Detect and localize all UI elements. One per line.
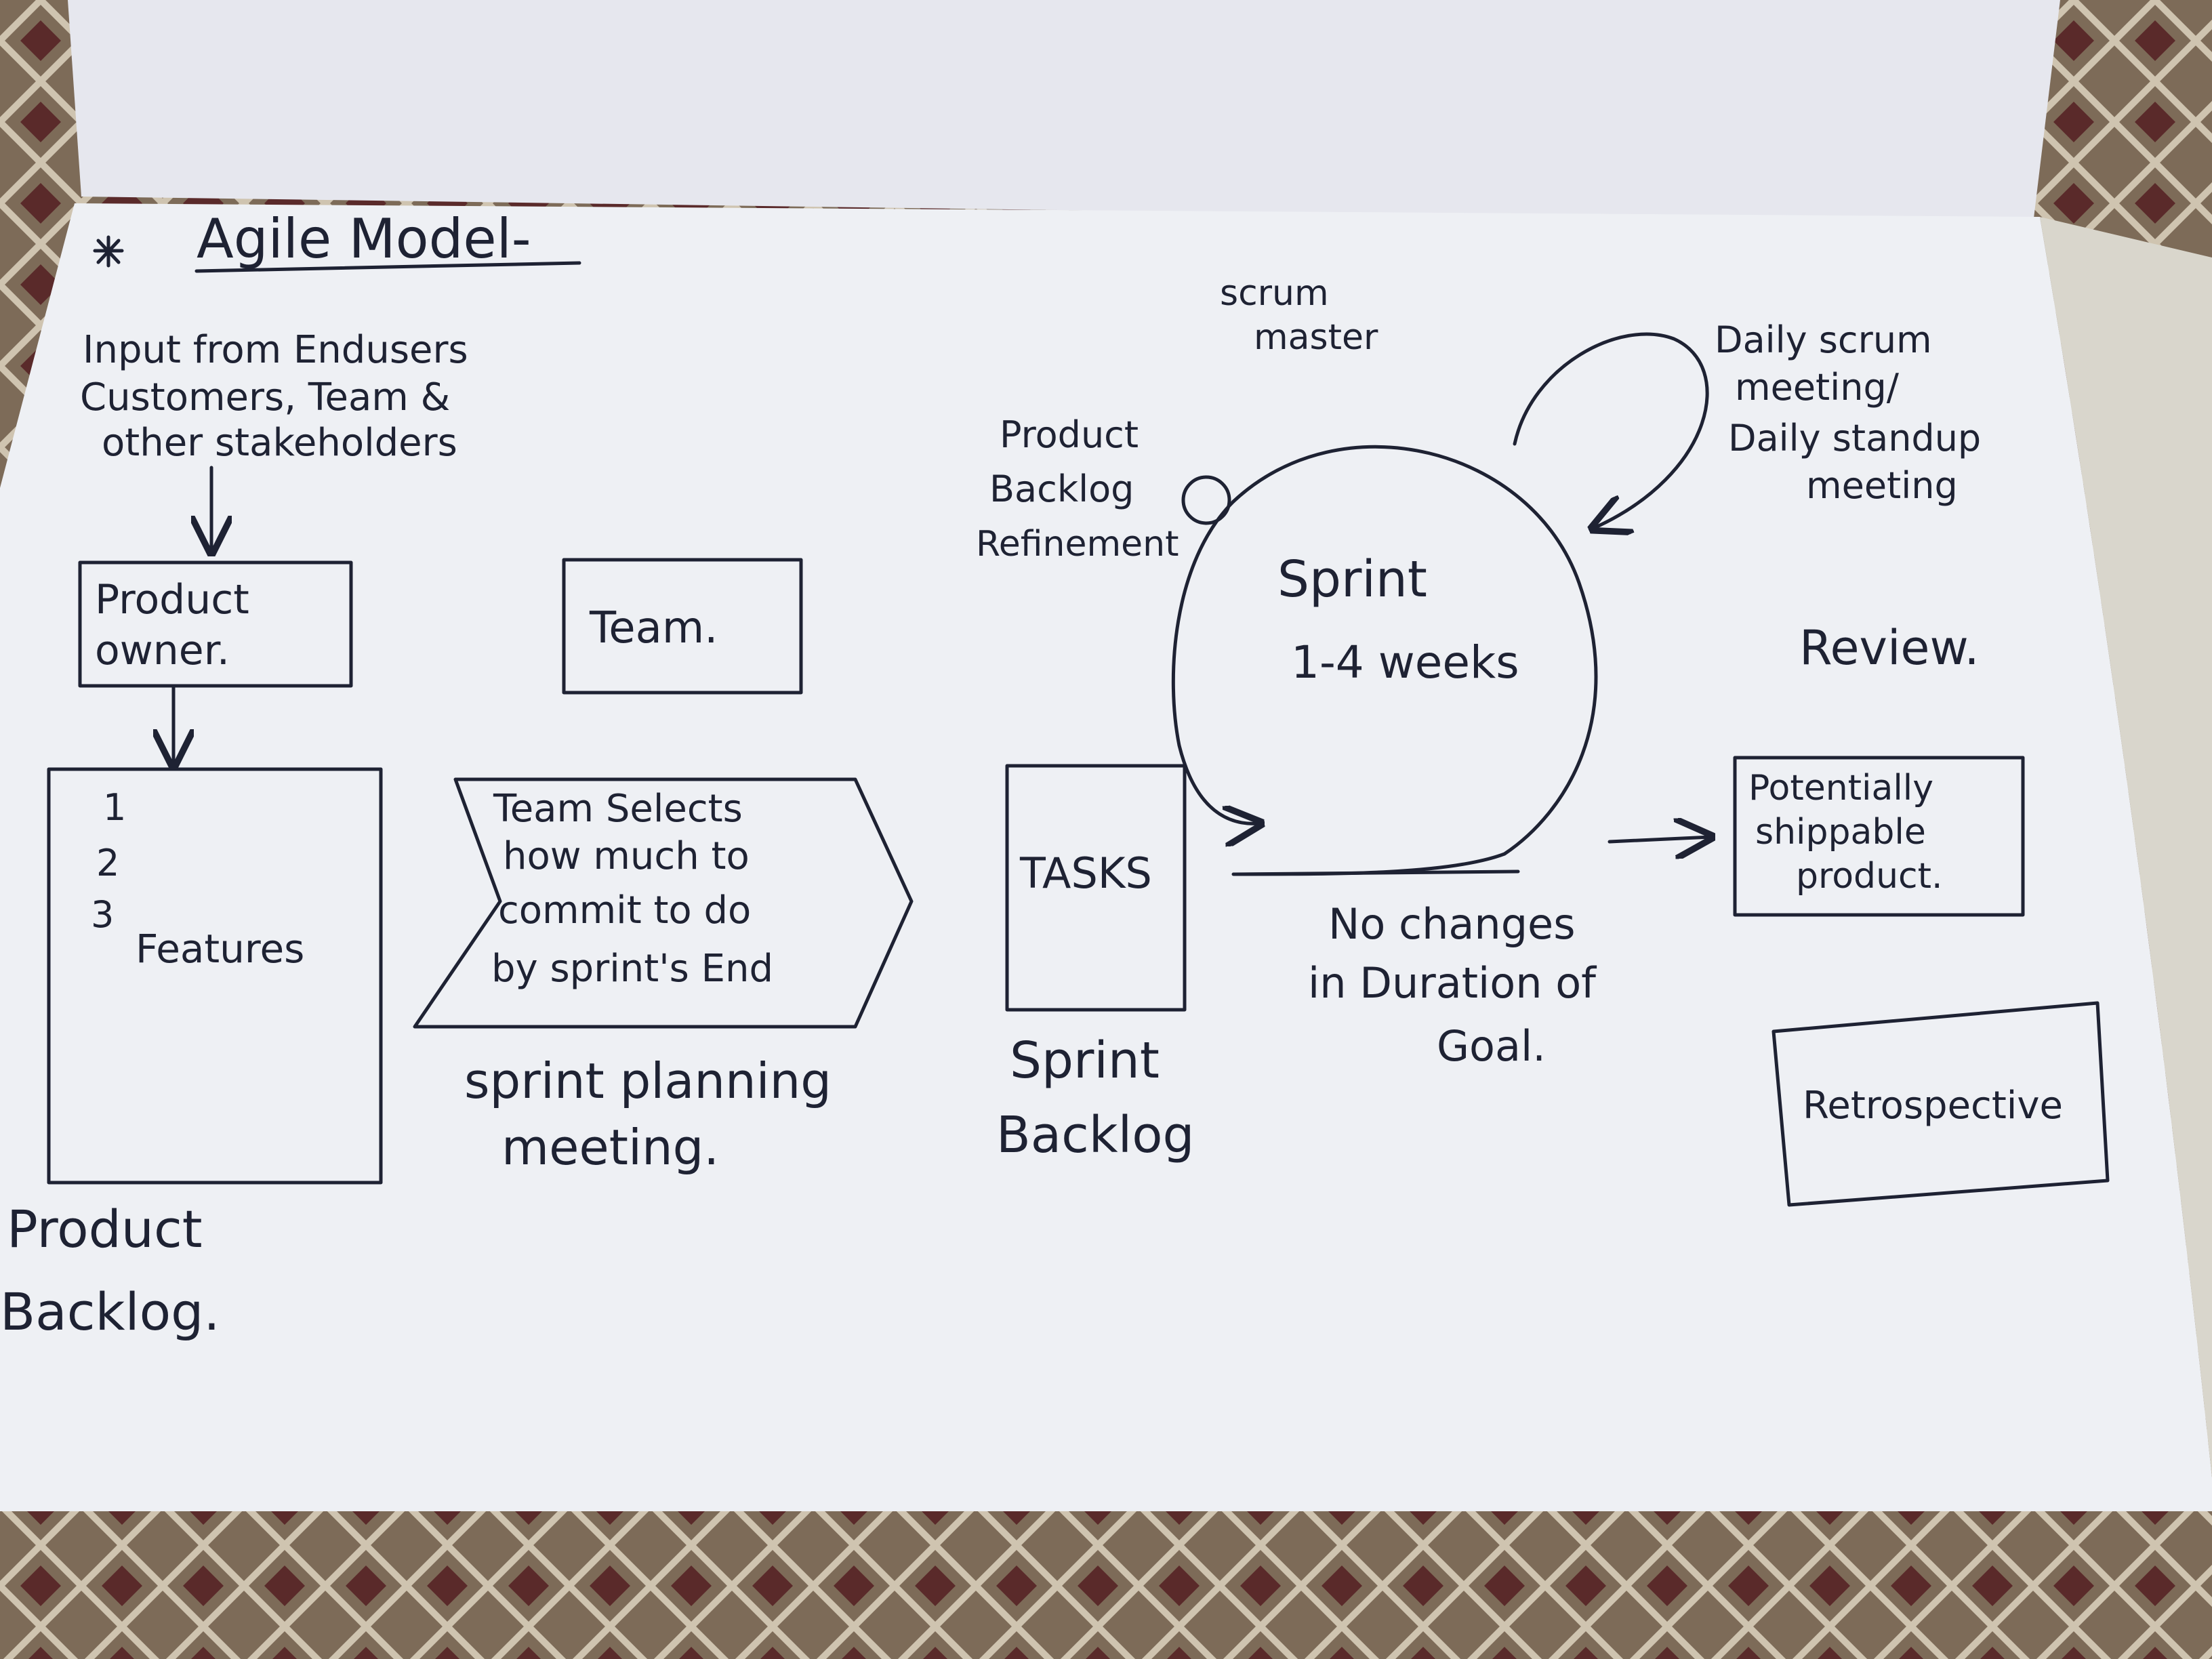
- sprint-label: Sprint: [1277, 550, 1427, 609]
- shippable-line-3: product.: [1796, 856, 1943, 897]
- star-icon: [93, 235, 124, 268]
- sprint-backlog-label-2: Backlog: [996, 1106, 1194, 1164]
- team-selects-line-2: how much to: [503, 834, 750, 878]
- retrospective-box: [1771, 1001, 2110, 1207]
- sprint-backlog-label-1: Sprint: [1010, 1031, 1160, 1090]
- heading-underline: [194, 261, 581, 273]
- input-line-2: Customers, Team &: [80, 375, 450, 419]
- shippable-line-2: shippable: [1755, 812, 1926, 853]
- no-changes-line-3: Goal.: [1437, 1021, 1546, 1071]
- daily-scrum-line-1: Daily scrum: [1715, 319, 1932, 361]
- sprint-exit-line: [1233, 869, 1520, 876]
- tasks-box: [1005, 764, 1187, 1012]
- scrum-master-line-2: master: [1254, 317, 1378, 358]
- main-page: [0, 203, 2212, 1511]
- review-label: Review.: [1799, 620, 1980, 676]
- product-backlog-box: [47, 767, 383, 1185]
- product-owner-box: [78, 560, 353, 688]
- tasks-label: TASKS: [1019, 848, 1152, 898]
- input-line-3: other stakeholders: [102, 421, 457, 465]
- sprint-entry-arrow: [1171, 499, 1261, 823]
- sprint-duration: 1-4 weeks: [1291, 636, 1519, 689]
- daily-scrum-line-4: meeting: [1806, 464, 1958, 507]
- team-selects-shape: [413, 777, 914, 1029]
- feature-number-1: 1: [103, 786, 126, 829]
- feature-number-2: 2: [96, 842, 119, 884]
- notebook-edge: [2040, 217, 2212, 1477]
- refinement-line-3: Refinement: [976, 524, 1179, 565]
- sprint-circle: [1231, 445, 1598, 876]
- shippable-line-1: Potentially: [1748, 768, 1933, 808]
- scrum-master-line-1: scrum: [1220, 273, 1329, 314]
- no-changes-line-1: No changes: [1328, 899, 1576, 949]
- team-selects-line-4: by sprint's End: [491, 947, 773, 991]
- page-heading: Agile Model-: [197, 207, 531, 270]
- team-box: [562, 558, 803, 695]
- team-label: Team.: [589, 603, 718, 653]
- arrow-to-shippable: [1607, 837, 1711, 842]
- upper-page: [68, 0, 2060, 224]
- daily-scrum-line-2: meeting/: [1735, 366, 1900, 409]
- daily-scrum-loop: [1513, 332, 1709, 529]
- product-owner-line-2: owner.: [95, 627, 230, 674]
- team-selects-line-1: Team Selects: [493, 787, 743, 831]
- shippable-product-box: [1733, 756, 2025, 917]
- product-backlog-label-1: Product: [7, 1199, 203, 1259]
- feature-number-3: 3: [91, 893, 114, 936]
- daily-scrum-line-3: Daily standup: [1728, 417, 1981, 459]
- product-owner-line-1: Product: [95, 576, 249, 623]
- input-line-1: Input from Endusers: [83, 328, 468, 372]
- sprint-planning-label-1: sprint planning: [464, 1052, 832, 1109]
- product-backlog-label-2: Backlog.: [0, 1282, 220, 1342]
- refinement-line-2: Backlog: [989, 468, 1134, 510]
- features-label: Features: [136, 926, 304, 972]
- refinement-loop: [1181, 475, 1231, 525]
- no-changes-line-2: in Duration of: [1308, 958, 1597, 1008]
- retrospective-label: Retrospective: [1803, 1084, 2063, 1128]
- sprint-planning-label-2: meeting.: [501, 1119, 719, 1176]
- team-selects-line-3: commit to do: [498, 888, 751, 933]
- refinement-line-1: Product: [1000, 413, 1139, 456]
